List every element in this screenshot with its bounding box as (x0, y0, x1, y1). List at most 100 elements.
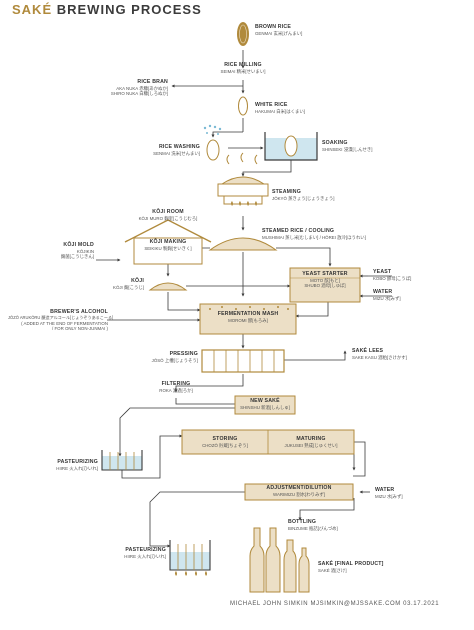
label-water-2: WATER MIZU 水[みず] (375, 487, 403, 499)
label-brewers-alcohol: BREWER'S ALCOHOL JŌZŌ ARUKŌRU 醸造アルコール[じょ… (8, 309, 114, 331)
title-accent: SAKÉ (12, 2, 53, 17)
footer-credit: MICHAEL JOHN SIMKIN MJSIMKIN@MJSSAKE.COM… (230, 601, 440, 607)
label-brown-rice: BROWN RICE GENMAI 玄米[げんまい] (255, 24, 302, 36)
koji-room-title: KŌJI ROOM (152, 209, 184, 215)
rice-washing-title: RICE WASHING (158, 144, 200, 150)
label-yeast: YEAST KOBO 酵母[こうぼ] (373, 269, 411, 281)
filtering-sub: ROKA 濾過[ろか] (159, 387, 193, 393)
brown-rice-title: BROWN RICE (255, 24, 292, 30)
label-soaking: SOAKING SHINSEKI 浸漬[しんせき] (322, 140, 373, 152)
pasteurizing-tank-2-icon (169, 540, 211, 576)
label-steamed-rice: STEAMED RICE / COOLING MUSHIMAI 蒸し米[むしまい… (262, 228, 366, 240)
arrow-to-washing (211, 131, 243, 138)
press-machine-icon (201, 349, 285, 373)
pressing-title: PRESSING (169, 351, 198, 357)
label-storing: STORING CHOZŌ 貯蔵[ちょぞう] (182, 436, 268, 448)
koji-room-house-icon (124, 219, 212, 265)
yeast-starter-sub2: SHUBO 酒母[しゅぼ] (304, 283, 346, 289)
adjustment-sub: WARIMIZU 割水[わりみず] (272, 491, 326, 497)
label-final-product: SAKÉ [FINAL PRODUCT] SAKÉ 酒[さけ] (318, 561, 384, 573)
connectors (96, 50, 392, 548)
fermentation-title: FERMENTATION MASH (217, 311, 279, 317)
brewers-alcohol-sub1: JŌZŌ ARUKŌRU 醸造アルコール[じょうぞうあるこーる] (8, 314, 114, 320)
label-koji-mold: KŌJI MOLD KŌJIKIN 麹菌[こうじきん] (30, 242, 94, 260)
fermentation-tank-icon (199, 303, 297, 335)
soaking-tank-icon (264, 132, 318, 161)
bottling-title: BOTTLING (288, 519, 317, 525)
arrow-soaking-steaming (241, 160, 292, 177)
label-rice-washing: RICE WASHING SENMAI 洗米[せんまい] (126, 144, 200, 156)
yeast-starter-tank-icon (289, 267, 361, 303)
page-title: SAKÉ BREWING PROCESS (12, 2, 202, 18)
label-koji: KŌJI KŌJI 麹[こうじ] (80, 278, 144, 290)
label-fermentation: FERMENTATION MASH MOROMI 醪[もろみ] (200, 311, 296, 323)
label-rice-milling: RICE MILLING SEIMAI 精米[せいまい] (207, 62, 279, 74)
bottling-sub: BINZUME 瓶詰[びんづめ] (288, 525, 338, 531)
pressing-sub: JŌSŌ 上槽[じょうそう] (151, 357, 198, 363)
water1-sub: MIZU 水[みず] (373, 295, 401, 301)
label-steaming: STEAMING JŌKYŌ 蒸きょう[じょうきょう] (272, 189, 335, 201)
label-filtering: FILTERING ROKA 濾過[ろか] (150, 381, 202, 393)
arrow-starter-mash (295, 302, 329, 318)
label-pressing: PRESSING JŌSŌ 上槽[じょうそう] (140, 351, 198, 363)
rice-milling-sub: SEIMAI 精米[せいまい] (220, 68, 266, 74)
white-rice-title: WHITE RICE (255, 102, 288, 108)
adjustment-box-icon (244, 483, 354, 501)
title-rest: BREWING PROCESS (52, 2, 202, 17)
rice-washing-sub: SENMAI 洗米[せんまい] (153, 150, 200, 156)
brewers-alcohol-sub3: / FOR ONLY NON-JUNMAI ) (52, 325, 108, 331)
steaming-sub: JŌKYŌ 蒸きょう[じょうきょう] (272, 195, 335, 201)
storing-title: STORING (212, 436, 238, 442)
label-yeast-starter: YEAST STARTER MOTO 酛[もと] SHUBO 酒母[しゅぼ] (290, 271, 360, 289)
steamed-rice-title: STEAMED RICE / COOLING (262, 228, 335, 234)
koji-mold-sub2: 麹菌[こうじきん] (60, 254, 94, 260)
arrow-new-pasteurizing1 (118, 407, 235, 457)
rice-bran-title: RICE BRAN (137, 79, 168, 85)
brewers-alcohol-sub2: ( ADDED AT THE END OF FERMENTATION (21, 320, 108, 326)
arrow-pressing-lees (284, 350, 347, 361)
label-white-rice: WHITE RICE HAKUMAI 白米[はくまい] (255, 102, 305, 114)
soaking-sub: SHINSEKI 浸漬[しんせき] (322, 146, 373, 152)
water2-sub: MIZU 水[みず] (375, 493, 403, 499)
water2-title: WATER (375, 487, 395, 493)
maturing-sub: JUKUSEI 熟成[じゅくせい] (284, 442, 338, 448)
label-new-sake: NEW SAKÉ SHINSHU 新酒[しんしゅ] (235, 398, 295, 410)
new-sake-box-icon (234, 395, 296, 415)
arrow-adjust-bottling (298, 498, 355, 521)
arrow-steamedrice-yeaststarter (276, 247, 332, 267)
koji-mound-icon (148, 282, 188, 291)
rice-washing-icon (203, 124, 222, 161)
maturing-title: MATURING (296, 436, 326, 442)
yeast-starter-title: YEAST STARTER (302, 271, 348, 277)
label-rice-bran: RICE BRAN AKA NUKA 赤糠[あかぬか] SHIRO NUKA 白… (88, 79, 168, 96)
yeast-starter-sub1: MOTO 酛[もと] (310, 277, 340, 283)
filtering-title: FILTERING (161, 381, 191, 387)
label-maturing: MATURING JUKUSEI 熟成[じゅくせい] (268, 436, 354, 448)
steamed-rice-sub: MUSHIMAI 蒸し米[むしまい] / HŌREI 放冷[ほうれい] (262, 234, 366, 240)
new-sake-title: NEW SAKÉ (250, 398, 280, 404)
yeast-title: YEAST (373, 269, 392, 275)
final-sub: SAKÉ 酒[さけ] (318, 567, 347, 573)
koji-making-title: KŌJI MAKING (149, 239, 187, 245)
label-koji-making: KŌJI MAKING SEIKIKU 製麹[せいきく] (134, 239, 202, 251)
label-koji-room: KŌJI ROOM KŌJI MURO 麹室[こうじむろ] (120, 209, 216, 221)
rice-bran-sub1: AKA NUKA 赤糠[あかぬか] (116, 85, 168, 91)
koji-title: KŌJI (131, 278, 144, 284)
sake-bottles-icon (249, 527, 310, 593)
steamed-rice-mound-icon (208, 237, 278, 251)
koji-making-sub: SEIKIKU 製麹[せいきく] (144, 245, 192, 251)
koji-room-sub: KŌJI MURO 麹室[こうじむろ] (138, 215, 198, 221)
steaming-vessel-icon (217, 152, 269, 206)
koji-sub: KŌJI 麹[こうじ] (113, 284, 144, 290)
fermentation-sub: MOROMI 醪[もろみ] (228, 317, 268, 323)
steaming-title: STEAMING (272, 189, 301, 195)
koji-mold-title: KŌJI MOLD (63, 242, 94, 248)
arrow-adjust-pasteurizing2 (149, 491, 245, 548)
label-pasteurizing-1: PASTEURIZING HIIRE 火入れ[ひいれ] (40, 459, 98, 471)
brewers-alcohol-title: BREWER'S ALCOHOL (50, 309, 108, 315)
label-pasteurizing-2: PASTEURIZING HIIRE 火入れ[ひいれ] (104, 547, 166, 559)
pasteurizing1-title: PASTEURIZING (57, 459, 98, 465)
line-filter-new (175, 398, 243, 405)
pasteurizing2-title: PASTEURIZING (125, 547, 166, 553)
